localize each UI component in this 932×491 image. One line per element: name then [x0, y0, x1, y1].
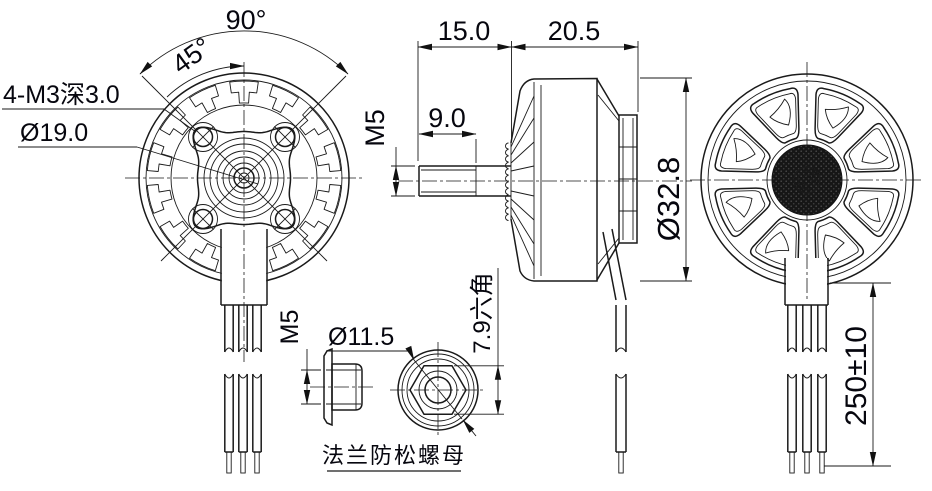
- side-motor-wire: [615, 305, 627, 474]
- nut-detail: M5 Ø11.5 7.9六角 法兰防松螺母: [276, 268, 504, 472]
- side-shaft: [418, 165, 511, 197]
- nut-side-view: [310, 347, 376, 427]
- dimension-45deg: 45°: [166, 32, 217, 80]
- side-view: 15.0 20.5 9.0 M5 Ø32.8: [360, 16, 692, 474]
- nut-caption-group: 法兰防松螺母: [322, 444, 466, 472]
- rear-view: 250±10: [690, 62, 924, 474]
- front-leader-labels: 4-M3深3.0 Ø19.0: [2, 81, 259, 185]
- front-centerlines: [125, 62, 363, 362]
- nut-flange-dimension: Ø11.5: [326, 323, 477, 437]
- dimension-90deg: 90°: [226, 5, 267, 35]
- rear-motor-wires: [787, 305, 827, 474]
- front-angle-dimensions: 90° 45°: [139, 5, 349, 98]
- dimension-shaft-thread: M5: [360, 109, 390, 147]
- side-front-plate-detail: [505, 95, 535, 267]
- nut-thread-dimension: M5: [276, 310, 321, 405]
- nut-caption: 法兰防松螺母: [322, 444, 466, 469]
- rear-centerlines: [690, 62, 924, 300]
- dimension-shaft-length: 15.0: [438, 16, 491, 46]
- nut-hex-dimension: 7.9六角: [454, 268, 504, 415]
- dimension-flange-diameter: Ø11.5: [328, 323, 394, 351]
- rear-wire-length-dimension: 250±10: [824, 282, 891, 467]
- front-motor-wires: [224, 305, 262, 474]
- side-body: [510, 77, 638, 282]
- side-dimensions: 15.0 20.5 9.0 M5 Ø32.8: [360, 16, 692, 282]
- dimension-wire-length: 250±10: [840, 326, 873, 426]
- front-view: 90° 45° 4-M3深3.0 Ø19.0: [2, 5, 363, 474]
- side-wire-exit: [602, 228, 627, 301]
- dimension-hex-width: 7.9六角: [469, 272, 496, 353]
- label-bolt-circle: Ø19.0: [20, 119, 88, 147]
- label-mount-holes: 4-M3深3.0: [3, 81, 120, 109]
- dimension-body-length: 20.5: [548, 16, 601, 46]
- dimension-nut-thread: M5: [276, 310, 304, 345]
- dimension-body-diameter: Ø32.8: [651, 157, 686, 241]
- dimension-thread-length: 9.0: [428, 103, 466, 133]
- rear-wire-sleeve: [784, 258, 829, 306]
